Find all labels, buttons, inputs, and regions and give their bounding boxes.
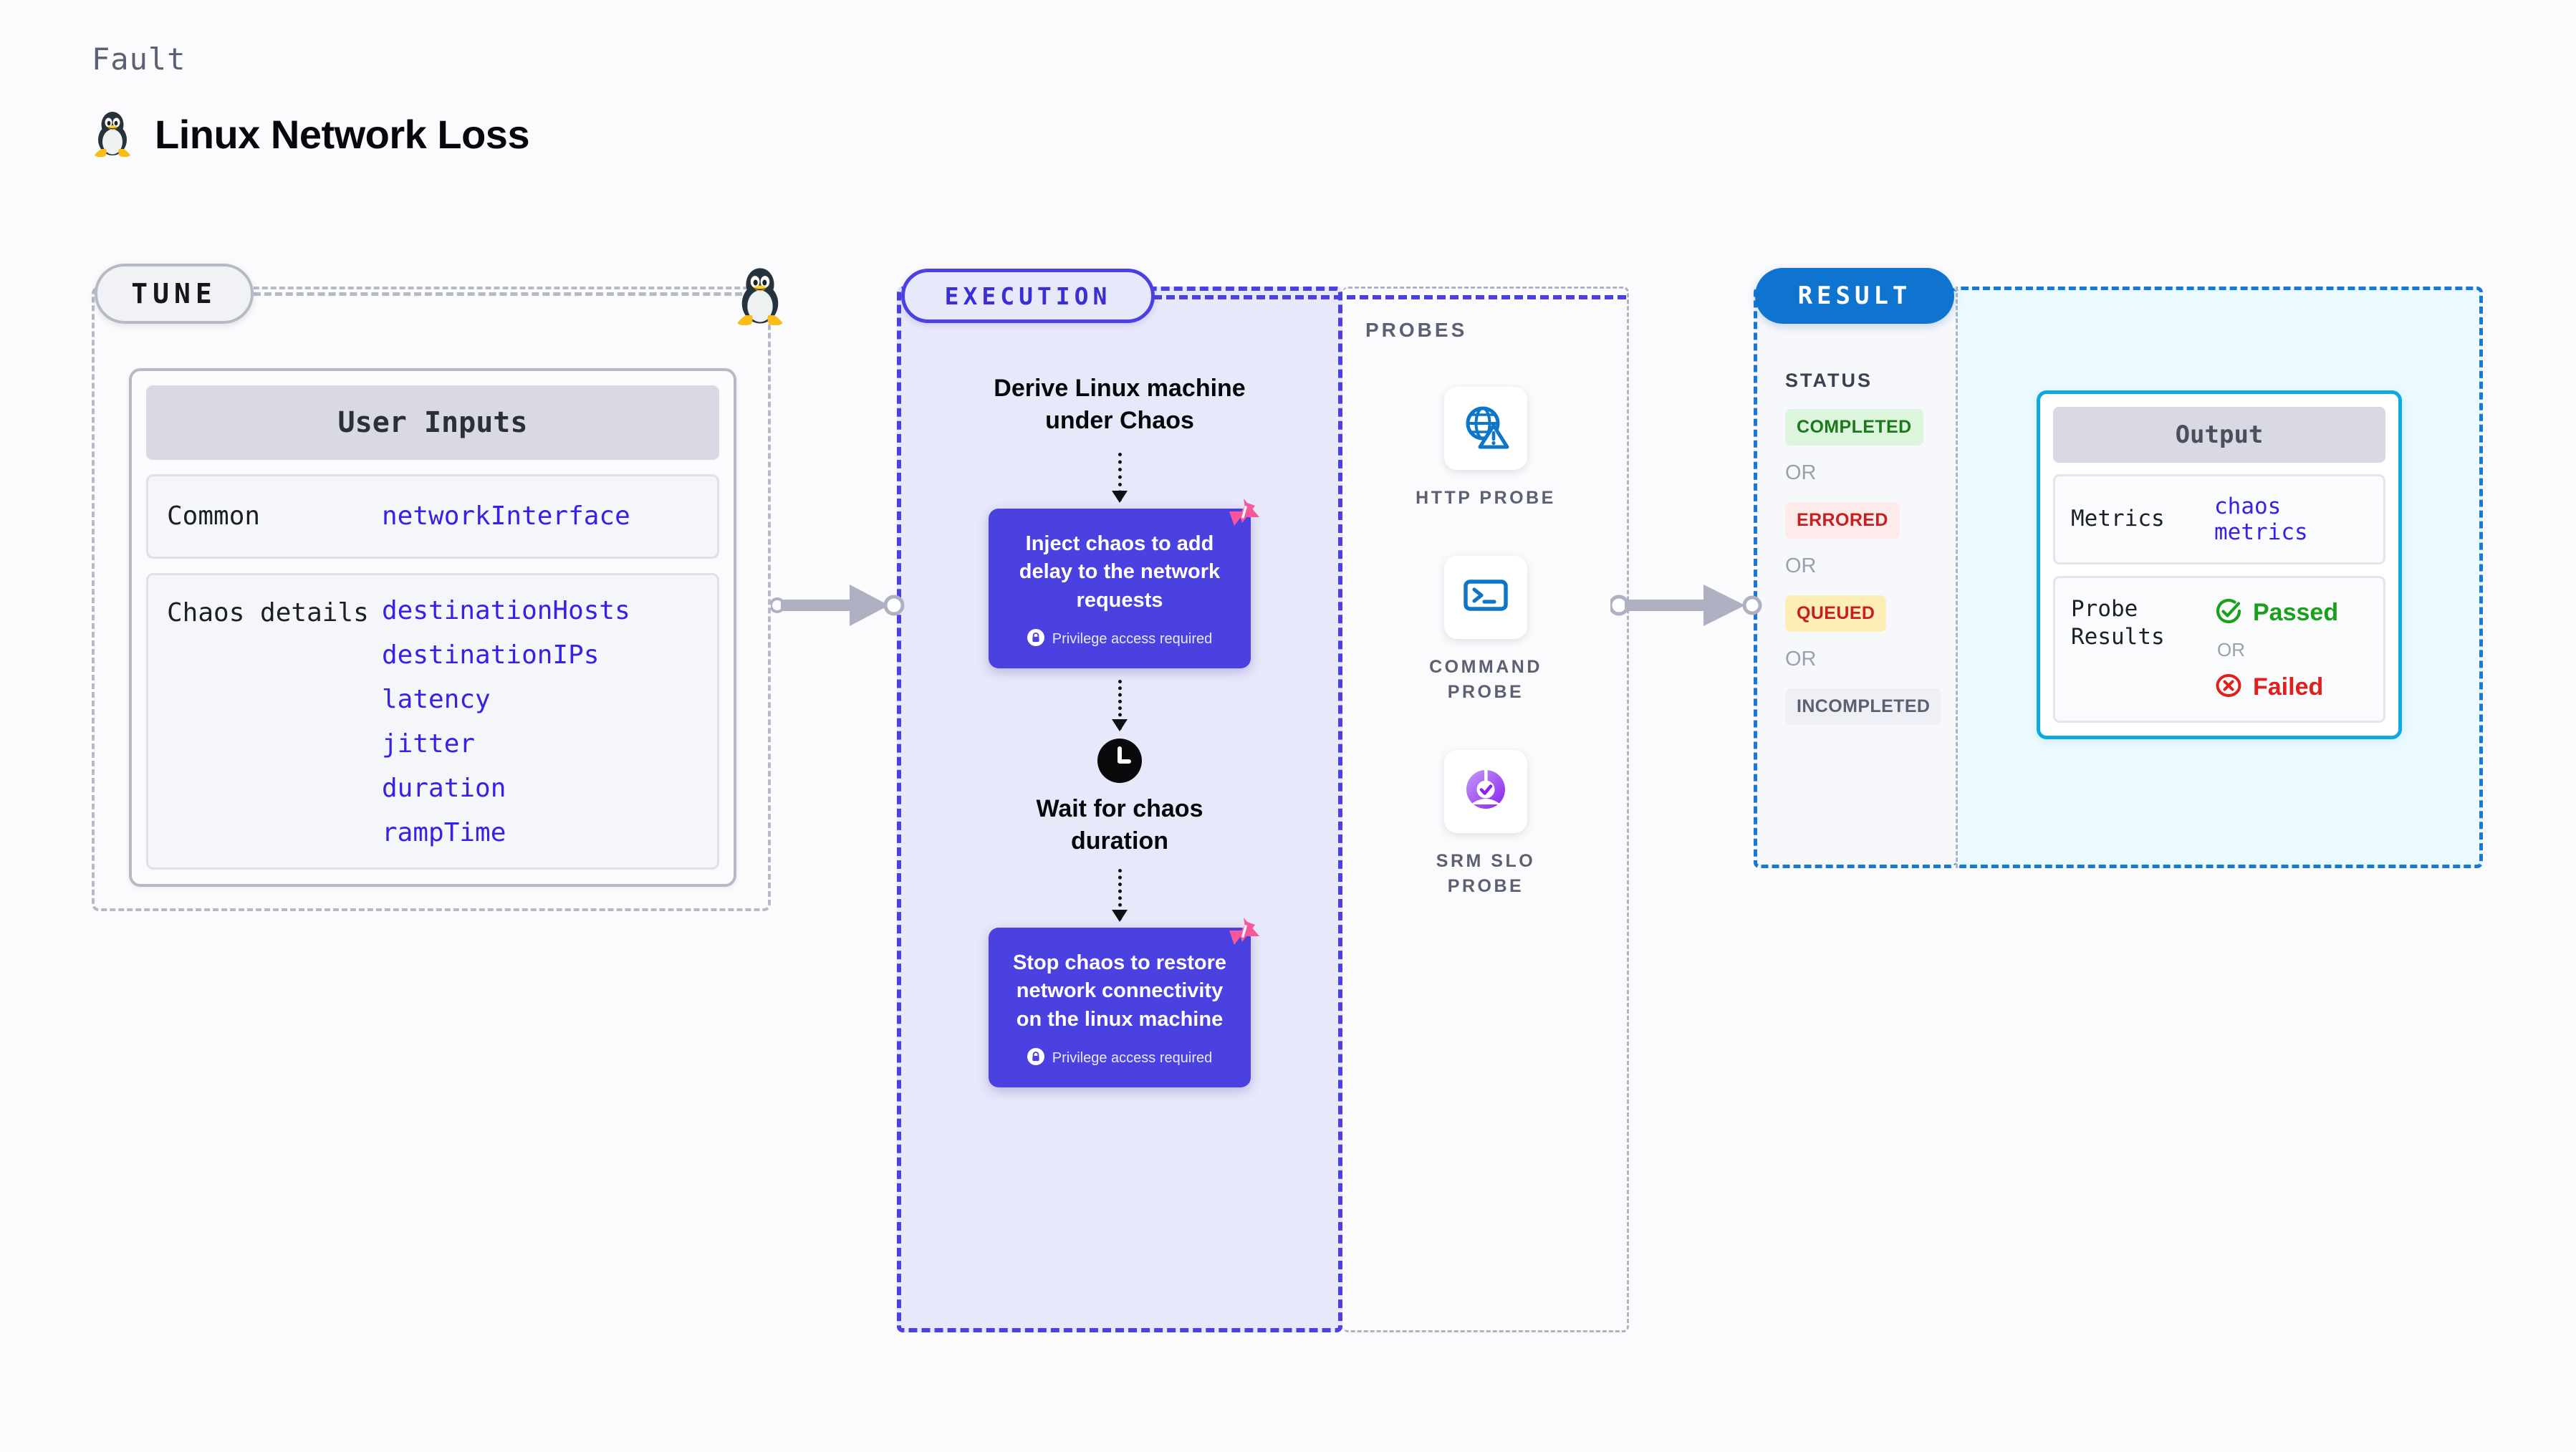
result-status-panel: [1754, 287, 1956, 868]
lock-icon: [1027, 629, 1044, 650]
execution-to-result-arrow: [1608, 573, 1768, 641]
execution-stage-badge[interactable]: EXECUTION: [901, 269, 1155, 323]
x-circle-icon: [2214, 671, 2243, 703]
privilege-note: Privilege access required: [1007, 629, 1232, 650]
slo-donut-check-icon: [1460, 764, 1512, 819]
or-label: OR: [1785, 648, 1817, 670]
user-input-row-chaos-details: Chaos details destinationHosts destinati…: [146, 573, 719, 870]
passed-label: Passed: [2253, 599, 2339, 626]
probe-tile: [1443, 387, 1527, 470]
status-badge-incompleted: INCOMPLETED: [1785, 688, 1942, 725]
probe-item-srm-slo[interactable]: SRM SLO PROBE: [1403, 749, 1568, 900]
privilege-text: Privilege access required: [1052, 631, 1213, 648]
or-label: OR: [1785, 461, 1817, 484]
execution-dashed-connector: [1153, 295, 1626, 299]
chaos-box-label: Stop chaos to restore network connectivi…: [1012, 951, 1227, 1031]
wait-label: Wait for chaos duration: [1036, 795, 1203, 855]
probe-label: COMMAND PROBE: [1429, 656, 1542, 703]
row-label: Chaos details: [167, 598, 369, 628]
probe-result-passed: Passed: [2214, 597, 2338, 629]
probe-results-values: Passed OR Failed: [2214, 595, 2338, 703]
clock-icon: [1097, 739, 1142, 784]
probe-result-failed: Failed: [2214, 671, 2338, 703]
failed-label: Failed: [2253, 673, 2324, 701]
input-param[interactable]: destinationIPs: [382, 640, 600, 670]
probe-results-label: Probe Results: [2071, 596, 2165, 650]
output-card: Output Metrics chaos metrics Probe Resul…: [2037, 390, 2402, 739]
row-values: destinationHosts destinationIPs latency …: [382, 597, 630, 846]
globe-warning-icon: [1460, 401, 1512, 456]
terminal-icon: [1460, 569, 1512, 625]
status-badge-completed: COMPLETED: [1785, 409, 1923, 446]
result-panel-divider: [1956, 287, 1958, 868]
output-row-probe-results: Probe Results Passed OR: [2053, 576, 2385, 723]
row-values: networkInterface: [382, 504, 630, 529]
page-title: Linux Network Loss: [155, 112, 530, 157]
tux-penguin-icon: [92, 108, 133, 160]
input-param[interactable]: destinationHosts: [382, 596, 630, 625]
page-title-row: Linux Network Loss: [92, 108, 530, 160]
probes-list: HTTP PROBE COMMAND PROBE: [1342, 387, 1629, 900]
execution-step-inject-chaos[interactable]: Inject chaos to add delay to the network…: [989, 498, 1259, 669]
input-param[interactable]: latency: [382, 685, 491, 714]
input-param[interactable]: duration: [382, 774, 506, 803]
metrics-value[interactable]: chaos metrics: [2214, 494, 2308, 545]
execution-step-stop-chaos[interactable]: Stop chaos to restore network connectivi…: [989, 917, 1259, 1088]
privilege-note: Privilege access required: [1007, 1048, 1232, 1069]
output-card-header: Output: [2053, 407, 2385, 463]
user-inputs-card: User Inputs Common networkInterface Chao…: [129, 368, 736, 887]
chaos-box-label: Inject chaos to add delay to the network…: [1019, 532, 1221, 612]
or-label: OR: [2217, 639, 2245, 660]
user-inputs-header: User Inputs: [146, 385, 719, 460]
input-param[interactable]: networkInterface: [382, 501, 630, 531]
row-label: Common: [167, 501, 261, 531]
probe-item-http[interactable]: HTTP PROBE: [1416, 387, 1556, 511]
status-column: STATUS COMPLETED OR ERRORED OR QUEUED OR…: [1785, 370, 1957, 725]
execution-flow: Derive Linux machine under Chaos Inject …: [897, 372, 1342, 1088]
execution-step-wait: Wait for chaos duration: [998, 739, 1241, 857]
or-label: OR: [1785, 554, 1817, 577]
user-input-row-common: Common networkInterface: [146, 474, 719, 559]
litmus-chaos-icon: [1225, 915, 1262, 956]
input-param[interactable]: rampTime: [382, 818, 506, 847]
page-header: Fault Linux Network Loss: [92, 42, 530, 160]
privilege-text: Privilege access required: [1052, 1050, 1213, 1067]
probe-label: HTTP PROBE: [1416, 488, 1556, 508]
tune-dashed-connector: [254, 292, 764, 296]
litmus-chaos-icon: [1225, 496, 1262, 537]
probe-tile: [1444, 749, 1527, 833]
status-badge-queued: QUEUED: [1785, 595, 1887, 632]
tune-to-execution-arrow: [769, 573, 907, 641]
probe-tile: [1444, 555, 1527, 639]
status-title: STATUS: [1785, 370, 1873, 391]
flow-arrow-3: [1112, 868, 1128, 922]
result-stage-badge[interactable]: RESULT: [1755, 268, 1954, 324]
output-row-metrics: Metrics chaos metrics: [2053, 474, 2385, 564]
execution-step-derive-label: Derive Linux machine under Chaos: [994, 375, 1246, 434]
input-param[interactable]: jitter: [382, 729, 476, 759]
probes-title: PROBES: [1365, 319, 1468, 341]
probe-label: SRM SLO PROBE: [1436, 850, 1536, 897]
tux-penguin-icon: [732, 264, 788, 329]
status-badge-errored: ERRORED: [1785, 502, 1900, 539]
flow-arrow-2: [1112, 680, 1128, 732]
tune-stage-badge[interactable]: TUNE: [95, 264, 254, 324]
metrics-label: Metrics: [2071, 506, 2165, 532]
probe-item-command[interactable]: COMMAND PROBE: [1403, 555, 1568, 706]
check-circle-icon: [2214, 597, 2243, 629]
fault-eyebrow-label: Fault: [92, 42, 186, 77]
lock-icon: [1027, 1048, 1044, 1069]
flow-arrow-1: [1112, 452, 1128, 503]
